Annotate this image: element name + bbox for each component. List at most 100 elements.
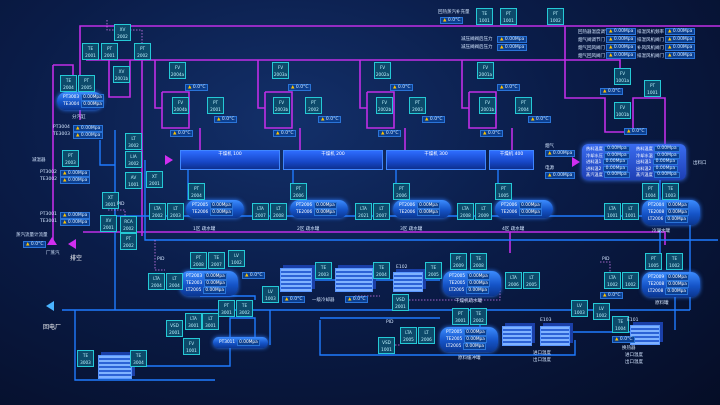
cooler[interactable]: [502, 326, 532, 346]
dryer-300[interactable]: 干燥机 300: [386, 150, 486, 170]
cooler-e102[interactable]: [393, 272, 423, 292]
cooler[interactable]: [335, 268, 373, 292]
cooler[interactable]: [280, 268, 312, 292]
dryer-100[interactable]: 干燥机 100: [180, 150, 280, 170]
cooler-e103[interactable]: [540, 326, 570, 346]
cooler-e101[interactable]: [630, 325, 660, 345]
dryer-200[interactable]: 干燥机 200: [283, 150, 383, 170]
dryer-400[interactable]: 干燥机 400: [489, 150, 534, 170]
